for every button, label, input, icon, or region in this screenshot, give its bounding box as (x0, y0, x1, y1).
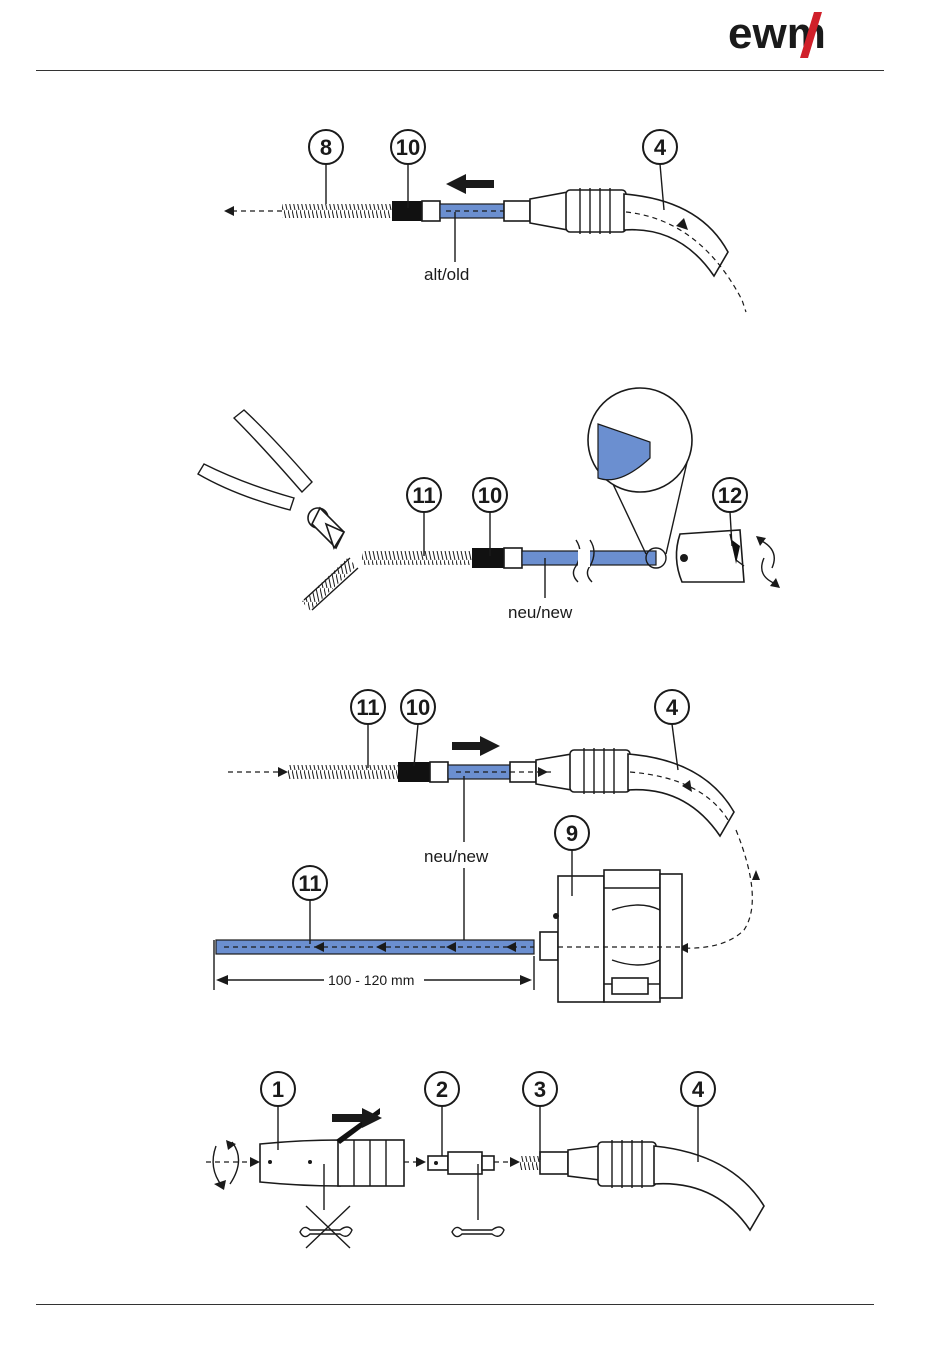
svg-text:12: 12 (718, 483, 742, 508)
svg-text:10: 10 (396, 135, 420, 160)
svg-text:4: 4 (692, 1077, 705, 1102)
svg-text:4: 4 (654, 135, 667, 160)
step-3-insert-new-liner: neu/new 100 - 120 mm 11 (214, 690, 760, 1002)
callout-11: 11 (407, 478, 441, 556)
svg-text:11: 11 (298, 871, 321, 896)
label-new-2: neu/new (424, 847, 489, 866)
callout-8: 8 (309, 130, 343, 204)
svg-text:10: 10 (478, 483, 502, 508)
svg-text:1: 1 (272, 1077, 284, 1102)
direction-arrow-left (446, 174, 494, 194)
label-new-1: neu/new (508, 603, 573, 622)
svg-text:8: 8 (320, 135, 332, 160)
torch-neck (566, 188, 746, 312)
svg-text:10: 10 (406, 695, 430, 720)
callout-10: 10 (391, 130, 425, 208)
contact-tip (428, 1152, 494, 1174)
callout-4: 4 (681, 1072, 715, 1162)
callout-1: 1 (261, 1072, 295, 1150)
torch-neck-2 (570, 748, 734, 836)
callout-3: 3 (523, 1072, 557, 1160)
rotate-icon-2 (213, 1140, 238, 1190)
callout-2: 2 (425, 1072, 459, 1156)
central-connector (540, 870, 682, 1002)
svg-text:4: 4 (666, 695, 679, 720)
side-cutter-icon (198, 410, 344, 548)
callout-11: 11 (351, 690, 385, 768)
dimension-label: 100 - 120 mm (328, 972, 414, 988)
callout-4: 4 (655, 690, 689, 770)
wrench-icon (452, 1227, 504, 1237)
cut-spring-piece (306, 562, 352, 606)
wrench-crossed-icon (300, 1206, 352, 1248)
svg-text:2: 2 (436, 1077, 448, 1102)
spiral-spring (282, 204, 394, 218)
label-old: alt/old (424, 265, 469, 284)
callout-10: 10 (401, 690, 435, 766)
gas-nozzle (260, 1140, 404, 1186)
svg-text:3: 3 (534, 1077, 546, 1102)
svg-text:9: 9 (566, 821, 578, 846)
callout-11: 11 (293, 866, 327, 944)
svg-text:11: 11 (412, 483, 435, 508)
svg-text:11: 11 (356, 695, 379, 720)
direction-arrow-right (452, 736, 500, 756)
callout-10: 10 (473, 478, 507, 556)
clamp-sleeve (392, 201, 422, 221)
step-1-remove-old-liner: alt/old 8 10 4 (224, 130, 746, 312)
torch-neck-3 (520, 1140, 764, 1230)
deburring-tool (676, 530, 744, 582)
spiral-spring-2 (362, 551, 474, 565)
rotate-icon (756, 536, 780, 588)
step-4-reassemble: 1 2 3 4 (206, 1072, 764, 1248)
step-2-cut-new-liner: neu/new 11 10 12 (198, 388, 780, 622)
